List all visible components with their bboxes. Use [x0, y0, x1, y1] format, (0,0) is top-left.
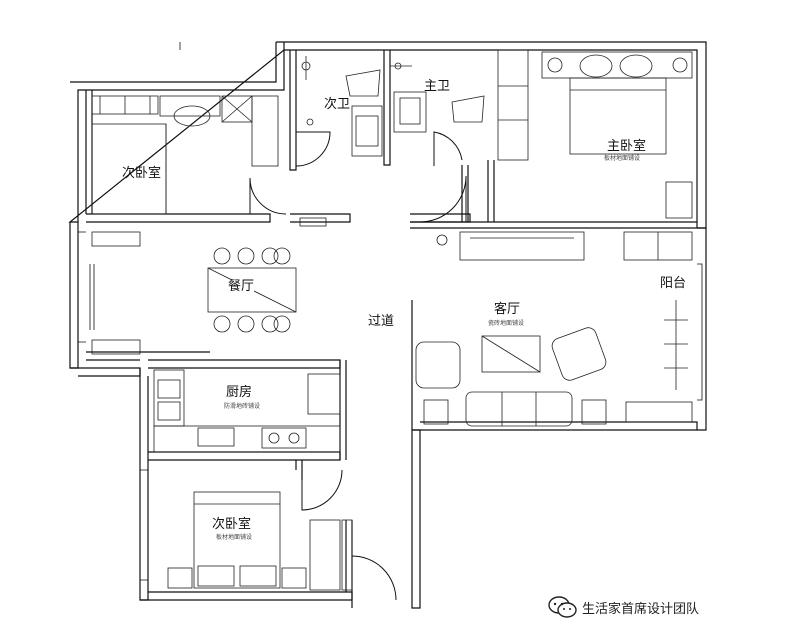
bedroom1-furniture: [91, 95, 279, 215]
label-secondary-bedroom-1: 次卧室: [122, 166, 162, 181]
label-master-bedroom: 主卧室: [607, 139, 647, 154]
label-living: 客厅: [494, 302, 521, 317]
walls: [68, 41, 707, 609]
label-secondary-bedroom-2: 次卧室: [212, 517, 252, 532]
note-kitchen: 防滑地砖铺设: [224, 403, 261, 410]
label-kitchen: 厨房: [226, 385, 253, 400]
kitchen-furniture: [153, 369, 341, 453]
wechat-icon: [548, 596, 577, 618]
label-dining: 餐厅: [228, 279, 255, 294]
label-secondary-bath: 次卫: [324, 97, 351, 112]
master-bedroom-furniture: [497, 49, 693, 219]
label-corridor: 过道: [368, 314, 395, 329]
label-master-bath: 主卫: [424, 79, 451, 94]
windows: [78, 42, 703, 581]
watermark: 生活家首席设计团队: [548, 596, 699, 618]
note-master-bedroom: 板材地面铺设: [604, 155, 641, 162]
secondary-bath-fixtures: [301, 56, 383, 157]
bedroom2-furniture: [167, 491, 353, 591]
note-living: 瓷砖地面铺设: [488, 320, 525, 327]
note-bedroom2: 板材地面铺设: [216, 534, 253, 541]
door-swings: [249, 131, 467, 601]
master-bath-fixtures: [390, 62, 485, 133]
watermark-text: 生活家首席设计团队: [582, 601, 700, 617]
living-furniture: [415, 231, 693, 427]
dining-furniture: [91, 217, 327, 355]
label-balcony: 阳台: [660, 276, 687, 291]
